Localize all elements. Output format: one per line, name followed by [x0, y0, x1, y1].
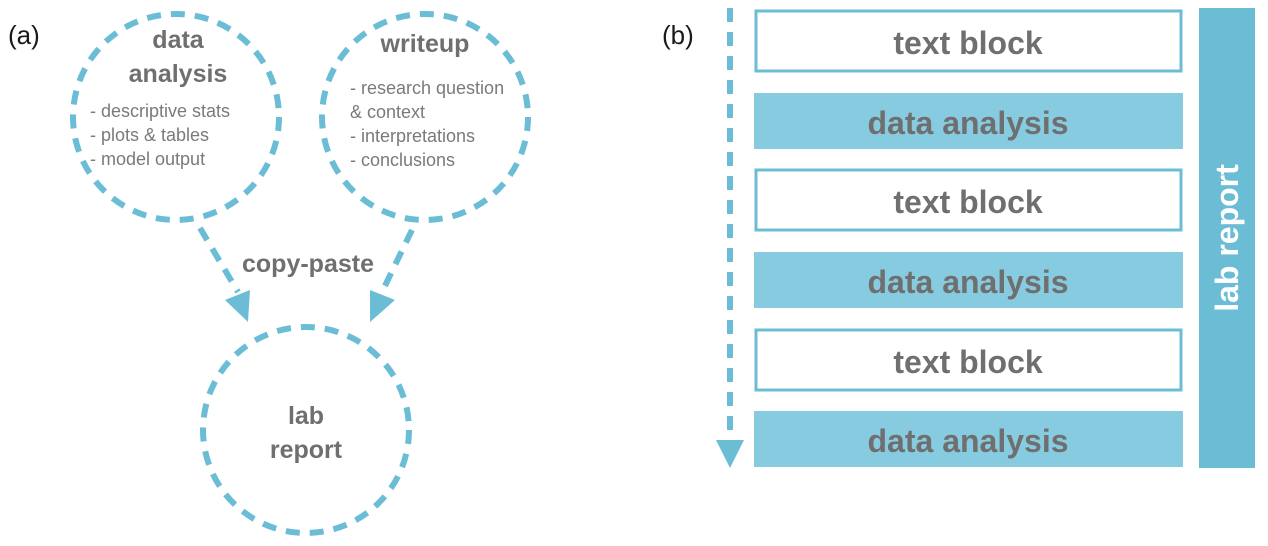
data-analysis-item: - plots & tables — [90, 125, 209, 145]
lab-report-line1: lab — [288, 402, 324, 430]
right-arrow-head — [370, 290, 395, 322]
data-analysis-block-label: data analysis — [868, 105, 1069, 141]
block-stack: text block data analysis text block data… — [754, 9, 1183, 467]
left-arrow-line — [197, 226, 241, 294]
data-analysis-item: - descriptive stats — [90, 101, 230, 121]
lab-report-bubble: lab report — [200, 324, 412, 536]
data-analysis-block-box — [754, 93, 1183, 149]
lab-report-side-label: lab report — [1209, 164, 1245, 312]
panel-b-label: (b) — [662, 20, 694, 50]
text-block-box — [754, 9, 1183, 73]
left-arrow-head — [225, 290, 250, 322]
data-analysis-block-box — [754, 252, 1183, 308]
data-analysis-circle — [70, 11, 282, 223]
writeup-item: & context — [350, 102, 425, 122]
text-block-label: text block — [893, 344, 1043, 380]
text-block-label: text block — [893, 184, 1043, 220]
right-arrow-line — [379, 228, 415, 294]
flow-arrow-head — [716, 440, 744, 468]
text-block-box — [754, 328, 1183, 392]
panel-b: (b) text block data analysis text block … — [662, 8, 1255, 468]
data-analysis-block-label: data analysis — [868, 264, 1069, 300]
data-analysis-title-line1: data — [152, 26, 205, 54]
writeup-item: - research question — [350, 78, 504, 98]
lab-report-side-bar — [1199, 8, 1255, 468]
writeup-circle — [319, 11, 531, 223]
data-analysis-bubble: data analysis - descriptive stats - plot… — [70, 11, 282, 223]
text-block-label: text block — [893, 25, 1043, 61]
text-block-box — [754, 168, 1183, 232]
lab-report-line2: report — [270, 436, 343, 464]
writeup-item: - conclusions — [350, 150, 455, 170]
panel-a-label: (a) — [8, 20, 40, 50]
copy-paste-arrows — [197, 226, 415, 322]
data-analysis-block-box — [754, 411, 1183, 467]
copy-paste-label: copy-paste — [242, 250, 374, 278]
data-analysis-block-label: data analysis — [868, 423, 1069, 459]
lab-report-circle — [200, 324, 412, 536]
writeup-bubble: writeup - research question & context - … — [319, 11, 531, 223]
writeup-item: - interpretations — [350, 126, 475, 146]
data-analysis-item: - model output — [90, 149, 205, 169]
writeup-title: writeup — [380, 30, 470, 58]
panel-a: (a) data analysis - descriptive stats - … — [8, 11, 531, 536]
data-analysis-title-line2: analysis — [129, 60, 228, 88]
